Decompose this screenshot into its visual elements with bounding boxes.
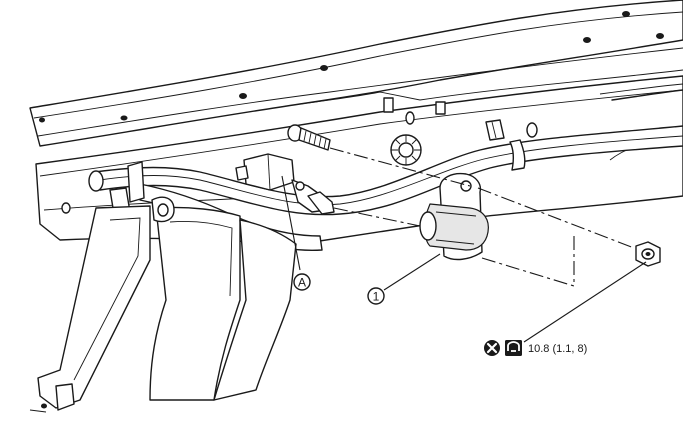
do-not-reuse-icon: [484, 340, 500, 356]
torque-spec: 10.8 (1.1, 8): [484, 340, 587, 356]
callout-a-label: A: [298, 276, 306, 290]
bolt: [287, 124, 331, 151]
nut: [635, 241, 661, 267]
sensor-bracket: [419, 172, 489, 261]
torque-value: 10.8 (1.1, 8): [528, 343, 587, 355]
assembly-lines: [329, 147, 635, 287]
lower-structure: [29, 196, 297, 413]
frame-rail-upper: [29, 0, 683, 147]
callout-a: A: [293, 273, 311, 291]
grommet: [390, 134, 422, 166]
harness-clip-a: [235, 153, 335, 215]
callout-1-label: 1: [373, 290, 380, 304]
callout-1: 1: [367, 287, 385, 305]
leader-lines: [281, 175, 647, 343]
torque-wrench-icon: [505, 340, 522, 356]
